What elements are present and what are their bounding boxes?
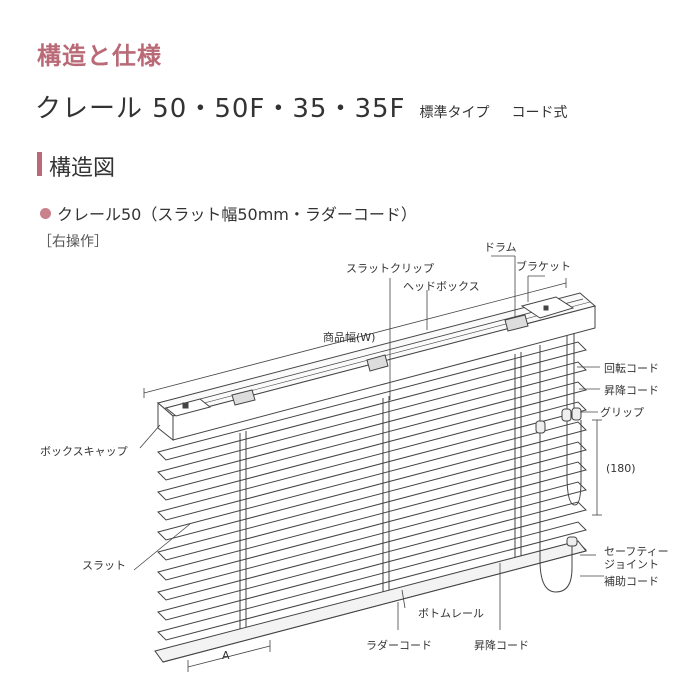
bracket-left bbox=[164, 398, 212, 417]
drum bbox=[504, 314, 529, 332]
slat bbox=[157, 461, 587, 581]
product-heading: クレール 50・50F・35・35F 標準タイプ コード式 bbox=[35, 88, 568, 125]
label-lift-cord-bottom: 昇降コード bbox=[474, 638, 529, 652]
height-180-dimension bbox=[592, 419, 602, 516]
label-grip: グリップ bbox=[600, 405, 644, 419]
slat-clip-left bbox=[231, 389, 256, 406]
label-rotation-cord: 回転コード bbox=[604, 362, 659, 375]
label-bottom-rail: ボトムレール bbox=[418, 607, 484, 620]
label-safety-joint-line1: セーフティー bbox=[604, 545, 669, 558]
label-auxiliary-cord: 補助コード bbox=[604, 574, 659, 588]
bullet-icon bbox=[40, 208, 51, 219]
safety-joint bbox=[566, 536, 578, 547]
a-dimension bbox=[187, 640, 271, 672]
label-ladder-cord: ラダーコード bbox=[366, 638, 432, 652]
label-product-width: 商品幅(W) bbox=[323, 330, 375, 344]
operating-cords bbox=[539, 333, 582, 593]
model-line: クレール50（スラット幅50mm・ラダーコード） bbox=[40, 201, 417, 225]
slat bbox=[157, 421, 587, 541]
ladder-cords bbox=[239, 352, 522, 640]
slat bbox=[157, 481, 587, 601]
slat bbox=[157, 381, 587, 501]
product-name: クレール 50・50F・35・35F bbox=[35, 94, 406, 124]
subheading-accent-bar bbox=[37, 152, 42, 176]
product-type: 標準タイプ bbox=[419, 105, 490, 121]
slat bbox=[157, 341, 587, 461]
section-title: 構造と仕様 bbox=[37, 42, 162, 70]
width-dimension bbox=[143, 278, 567, 398]
bottom-rail bbox=[154, 540, 587, 663]
label-drum: ドラム bbox=[484, 241, 517, 254]
slat bbox=[157, 361, 587, 481]
product-cord-type: コード式 bbox=[511, 105, 568, 121]
label-dimension-a: A bbox=[222, 649, 230, 662]
label-slat-clip: スラットクリップ bbox=[346, 262, 434, 275]
leader-lines bbox=[133, 255, 604, 630]
label-bracket: ブラケット bbox=[516, 259, 571, 273]
label-safety-joint-line2: ジョイント bbox=[604, 558, 659, 571]
label-dimension-180: (180) bbox=[606, 462, 636, 475]
structure-subheading: 構造図 bbox=[49, 156, 116, 181]
grip-left bbox=[535, 420, 546, 434]
slat bbox=[157, 521, 587, 641]
slat-clip-center bbox=[366, 354, 389, 372]
slat bbox=[157, 441, 587, 561]
label-slat: スラット bbox=[82, 559, 126, 572]
slat bbox=[157, 501, 587, 621]
label-box-cap: ボックスキャップ bbox=[40, 445, 128, 458]
operation-side: ［右操作］ bbox=[38, 234, 108, 250]
label-head-box: ヘッドボックス bbox=[403, 280, 480, 293]
label-lift-cord-right: 昇降コード bbox=[604, 383, 659, 397]
head-box bbox=[156, 292, 597, 442]
model-label: クレール50（スラット幅50mm・ラダーコード） bbox=[57, 205, 417, 224]
bracket-right bbox=[520, 296, 575, 319]
grip-right bbox=[561, 407, 582, 422]
slat bbox=[157, 401, 587, 521]
